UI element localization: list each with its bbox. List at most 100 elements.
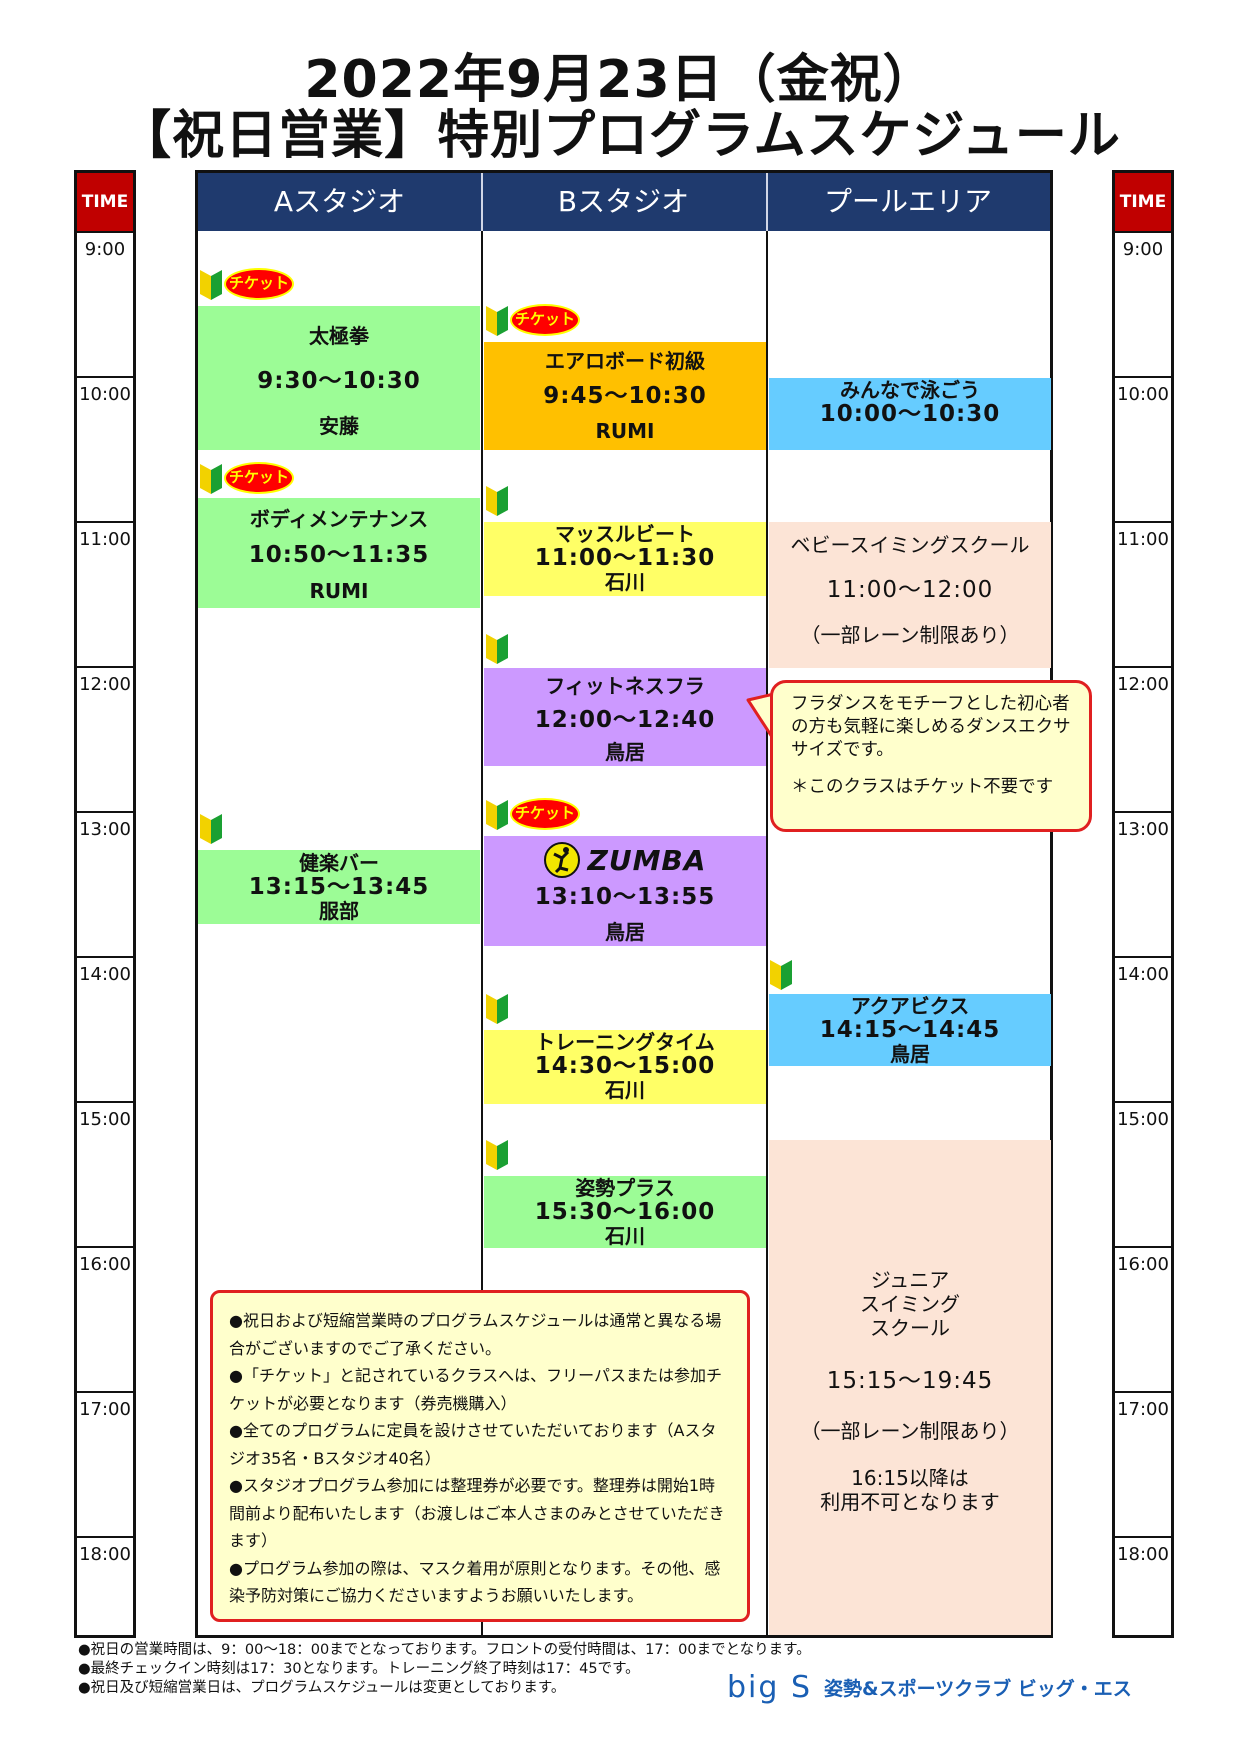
time-slot: 15:00 xyxy=(1115,1101,1171,1246)
program-block: マッスルビート 11:00～11:30 石川 xyxy=(484,522,766,596)
program-time: 15:30～16:00 xyxy=(534,1199,716,1225)
program-instructor: 石川 xyxy=(605,1078,645,1102)
notice-item: ●全てのプログラムに定員を設けさせていただいております（Aスタジオ35名・Bスタ… xyxy=(229,1421,717,1468)
time-slot: 12:00 xyxy=(1115,666,1171,811)
program-time: 14:15～14:45 xyxy=(819,1017,1001,1043)
callout-note: ＊このクラスはチケット不要です xyxy=(791,777,1054,797)
time-slot: 16:00 xyxy=(1115,1246,1171,1391)
club-logo: big S 姿勢&スポーツクラブ ビッグ・エス xyxy=(727,1670,1132,1705)
program-block: トレーニングタイム 14:30～15:00 石川 xyxy=(484,1030,766,1104)
brand-logo: big S xyxy=(727,1670,812,1705)
time-slot: 17:00 xyxy=(1115,1391,1171,1536)
callout-bubble: フラダンスをモチーフとした初心者の方も気軽に楽しめるダンスエクササイズです。 ＊… xyxy=(770,680,1092,832)
program-block: ボディメンテナンス 10:50～11:35 RUMI xyxy=(198,498,480,608)
time-slot: 13:00 xyxy=(1115,811,1171,956)
time-slot: 10:00 xyxy=(1115,376,1171,521)
notice-item: ●祝日および短縮営業時のプログラムスケジュールは通常と異なる場合がございますので… xyxy=(229,1311,722,1358)
program-name: トレーニングタイム xyxy=(535,1030,715,1054)
program-name: フィットネスフラ xyxy=(545,674,705,698)
time-slot: 13:00 xyxy=(77,811,133,956)
program-instructor: 石川 xyxy=(605,570,645,594)
time-header: TIME xyxy=(1115,173,1171,231)
program-block: フィットネスフラ 12:00～12:40 鳥居 xyxy=(484,668,766,766)
beginner-mark-icon xyxy=(486,800,508,830)
notice-item: ●スタジオプログラム参加には整理券が必要です。整理券は開始1時間前より配布いたし… xyxy=(229,1476,725,1550)
beginner-mark-icon xyxy=(770,960,792,990)
header-divider xyxy=(766,173,768,231)
time-column-right: TIME 9:00 10:00 11:00 12:00 13:00 14:00 … xyxy=(1112,170,1174,1638)
program-time: 10:50～11:35 xyxy=(248,542,430,568)
program-instructor: RUMI xyxy=(595,419,655,443)
program-time: 9:30～10:30 xyxy=(257,368,421,394)
beginner-mark-icon xyxy=(486,486,508,516)
time-slot: 14:00 xyxy=(1115,956,1171,1101)
notice-box: ●祝日および短縮営業時のプログラムスケジュールは通常と異なる場合がございますので… xyxy=(210,1290,750,1622)
header-divider xyxy=(481,173,483,231)
program-instructor: 安藤 xyxy=(319,414,359,438)
time-slot: 18:00 xyxy=(1115,1536,1171,1635)
studio-a-header: Aスタジオ xyxy=(198,173,481,231)
beginner-mark-icon xyxy=(486,306,508,336)
program-name: 姿勢プラス xyxy=(575,1176,675,1200)
ticket-badge: チケット xyxy=(224,268,294,300)
program-name: 健楽バー xyxy=(299,851,379,875)
studio-b-header: Bスタジオ xyxy=(481,173,766,231)
time-slot: 9:00 xyxy=(77,231,133,376)
time-slot: 10:00 xyxy=(77,376,133,521)
program-instructor: 鳥居 xyxy=(605,740,645,764)
beginner-mark-icon xyxy=(486,994,508,1024)
program-instructor: RUMI xyxy=(309,579,369,603)
callout-text: フラダンスをモチーフとした初心者の方も気軽に楽しめるダンスエクササイズです。 xyxy=(791,694,1071,760)
column-divider xyxy=(766,231,768,1635)
time-header: TIME xyxy=(77,173,133,231)
program-name: エアロボード初級 xyxy=(545,349,705,373)
pool-area-header: プールエリア xyxy=(766,173,1050,231)
program-time: 11:00～12:00 xyxy=(826,577,994,603)
ticket-badge: チケット xyxy=(510,304,580,336)
program-time: 12:00～12:40 xyxy=(534,707,716,733)
program-time: 15:15～19:45 xyxy=(826,1368,994,1394)
program-block: アクアビクス 14:15～14:45 鳥居 xyxy=(769,994,1051,1066)
time-slot: 18:00 xyxy=(77,1536,133,1635)
zumba-logo: ZUMBA xyxy=(484,840,766,880)
beginner-mark-icon xyxy=(486,1140,508,1170)
program-name: ZUMBA xyxy=(587,843,707,877)
page-subtitle: 【祝日営業】特別プログラムスケジュール xyxy=(119,106,1121,166)
time-slot: 16:00 xyxy=(77,1246,133,1391)
program-block: ジュニア スイミング スクール 15:15～19:45 （一部レーン制限あり） … xyxy=(769,1140,1051,1635)
page-title: 2022年9月23日（金祝） xyxy=(304,50,936,110)
column-divider xyxy=(481,231,483,1635)
program-name: スクール xyxy=(870,1316,950,1340)
program-name: スイミング xyxy=(860,1292,960,1316)
program-note: 利用不可となります xyxy=(820,1490,1000,1514)
program-note: 16:15以降は xyxy=(851,1466,969,1490)
program-name: ジュニア xyxy=(870,1268,950,1292)
program-note: （一部レーン制限あり） xyxy=(800,1419,1020,1443)
program-instructor: 鳥居 xyxy=(605,920,645,944)
program-name: ボディメンテナンス xyxy=(249,507,429,531)
program-block: ZUMBA 13:10～13:55 鳥居 xyxy=(484,836,766,946)
time-slot: 17:00 xyxy=(77,1391,133,1536)
ticket-badge: チケット xyxy=(510,798,580,830)
program-time: 14:30～15:00 xyxy=(534,1053,716,1079)
program-time: 11:00～11:30 xyxy=(534,545,716,571)
zumba-figure-icon xyxy=(543,842,580,878)
schedule-grid: Aスタジオ Bスタジオ プールエリア xyxy=(195,170,1053,1638)
beginner-mark-icon xyxy=(200,464,222,494)
program-name: ベビースイミングスクール xyxy=(790,533,1030,557)
footer-line: ●祝日及び短縮営業日は、プログラムスケジュールは変更としております。 xyxy=(78,1680,566,1696)
time-column-left: TIME 9:00 10:00 11:00 12:00 13:00 14:00 … xyxy=(74,170,136,1638)
club-name: 姿勢&スポーツクラブ ビッグ・エス xyxy=(824,1678,1132,1700)
time-slot: 9:00 xyxy=(1115,231,1171,376)
ticket-badge: チケット xyxy=(224,462,294,494)
program-name: みんなで泳ごう xyxy=(840,378,980,402)
program-block: ベビースイミングスクール 11:00～12:00 （一部レーン制限あり） xyxy=(769,522,1051,668)
program-block: みんなで泳ごう 10:00～10:30 xyxy=(769,378,1051,450)
time-slot: 12:00 xyxy=(77,666,133,811)
program-name: 太極拳 xyxy=(309,324,369,348)
time-slot: 11:00 xyxy=(1115,521,1171,666)
program-block: エアロボード初級 9:45～10:30 RUMI xyxy=(484,342,766,450)
time-slot: 14:00 xyxy=(77,956,133,1101)
notice-item: ●「チケット」と記されているクラスへは、フリーパスまたは参加チケットが必要となり… xyxy=(229,1366,723,1413)
notice-item: ●プログラム参加の際は、マスク着用が原則となります。その他、感染予防対策にご協力… xyxy=(229,1558,721,1606)
